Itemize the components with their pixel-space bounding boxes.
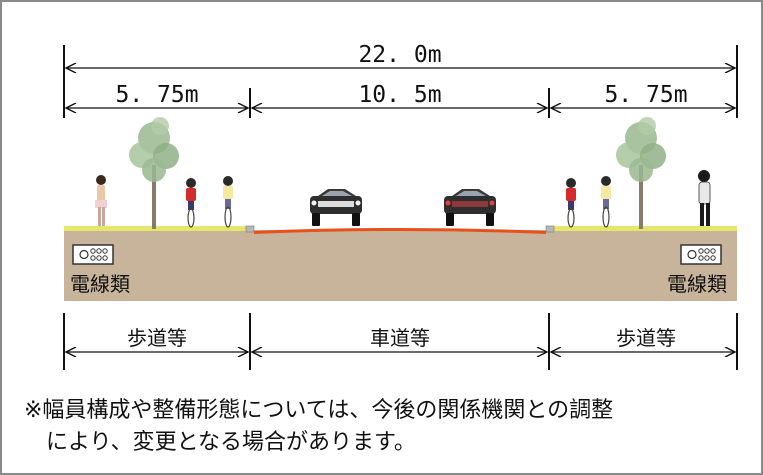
tree-right (616, 117, 666, 229)
road-surface (254, 228, 546, 234)
pedestrian-right (698, 170, 711, 226)
footnote-line-2: により、変更となる場合があります。 (46, 430, 416, 455)
cyclist-right-2 (601, 176, 611, 228)
cyclist-left-2 (223, 176, 233, 228)
pedestrian-left (95, 175, 107, 226)
left-zone-label: 歩道等 (127, 326, 187, 350)
tree-left (129, 117, 179, 229)
center-zone-label: 車道等 (370, 326, 430, 350)
left-curb (245, 225, 255, 233)
right-curb (545, 225, 555, 233)
bottom-zones: 歩道等 車道等 歩道等 (63, 313, 738, 370)
cyclist-left-1 (186, 178, 196, 228)
right-sidewalk-width-label: 5. 75m (604, 82, 687, 108)
roadway-width-label: 10. 5m (358, 82, 441, 108)
ground (64, 230, 737, 301)
total-width-label: 22. 0m (358, 42, 441, 68)
ground-section (64, 225, 737, 301)
car-left (310, 189, 362, 226)
cable-label-right: 電線類 (667, 272, 727, 296)
top-dimensions: 22. 0m 5. 75m 10. 5m 5. 75m (63, 42, 738, 118)
right-zone-label: 歩道等 (616, 326, 676, 350)
left-sidewalk-width-label: 5. 75m (115, 82, 198, 108)
cyclist-right-1 (566, 178, 576, 228)
cable-conduit-right (680, 244, 722, 265)
cable-label-left: 電線類 (70, 272, 130, 296)
car-right (444, 189, 496, 226)
footnote: ※幅員構成や整備形態については、今後の関係機関との調整 により、変更となる場合が… (24, 395, 754, 459)
cable-conduit-left (72, 244, 114, 265)
right-sidewalk-strip (554, 226, 737, 231)
footnote-line-1: ※幅員構成や整備形態については、今後の関係機関との調整 (24, 398, 614, 423)
